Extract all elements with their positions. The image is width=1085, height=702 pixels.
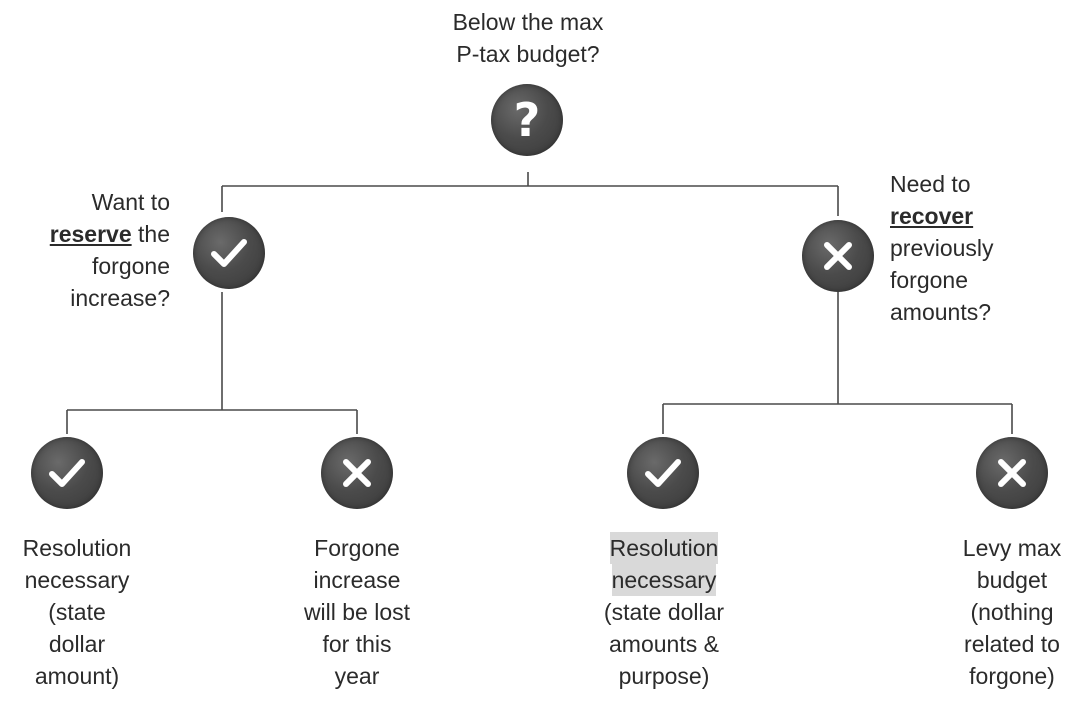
outcome-line: purpose) [618,663,710,689]
right-question-line: previously [890,235,994,261]
outcome-line: Levy max [962,535,1062,561]
outcome-line-highlight: necessary [611,564,717,596]
outcome-resolution-state-amount: Resolution necessary (state dollar amoun… [2,532,152,692]
outcome-line: budget [976,567,1048,593]
right-branch-question: Need to recover previously forgone amoun… [890,168,1060,328]
outcome-line: dollar [48,631,106,657]
recover-emphasis: recover [890,203,974,229]
outcome-line: necessary [611,564,717,596]
root-question: Below the max P-tax budget? [418,6,638,70]
left-question-line-rest: the [131,221,170,247]
x-mark-icon [802,220,874,292]
x-mark-icon [321,437,393,509]
outcome-line: related to [964,631,1060,657]
reserve-emphasis: reserve [49,221,132,247]
x-mark-icon [976,437,1048,509]
right-question-line: forgone [890,267,969,293]
outcome-line: amounts & [609,631,719,657]
left-question-line: increase? [70,285,170,311]
outcome-line-highlight: Resolution [609,532,719,564]
check-mark-icon [627,437,699,509]
outcome-forgone-lost: Forgone increase will be lost for this y… [272,532,442,692]
outcome-line: for this [322,631,392,657]
root-question-line: P-tax budget? [456,41,600,67]
outcome-line: (state [48,599,106,625]
outcome-line: (state dollar [603,599,725,625]
outcome-line: will be lost [303,599,411,625]
left-question-line: forgone [91,253,170,279]
outcome-line: Resolution [22,535,132,561]
outcome-line: Resolution [609,532,719,564]
check-mark-icon [193,217,265,289]
outcome-line: forgone) [969,663,1055,689]
check-mark-icon [31,437,103,509]
outcome-line: year [334,663,380,689]
left-question-line: reserve the [20,218,170,250]
outcome-line: amount) [34,663,120,689]
outcome-line: (nothing [970,599,1054,625]
right-question-line: Need to [890,171,971,197]
outcome-levy-max-budget: Levy max budget (nothing related to forg… [942,532,1082,692]
outcome-resolution-amounts-purpose: Resolution necessary (state dollar amoun… [578,532,750,692]
right-question-line: amounts? [890,299,992,325]
left-branch-question: Want to reserve the forgone increase? [20,186,170,314]
question-mark-icon: ? [491,84,563,156]
outcome-line: necessary [24,567,130,593]
root-question-line: Below the max [452,9,604,35]
outcome-line: increase [313,567,401,593]
outcome-line: Forgone [314,535,400,561]
left-question-line: Want to [91,189,170,215]
